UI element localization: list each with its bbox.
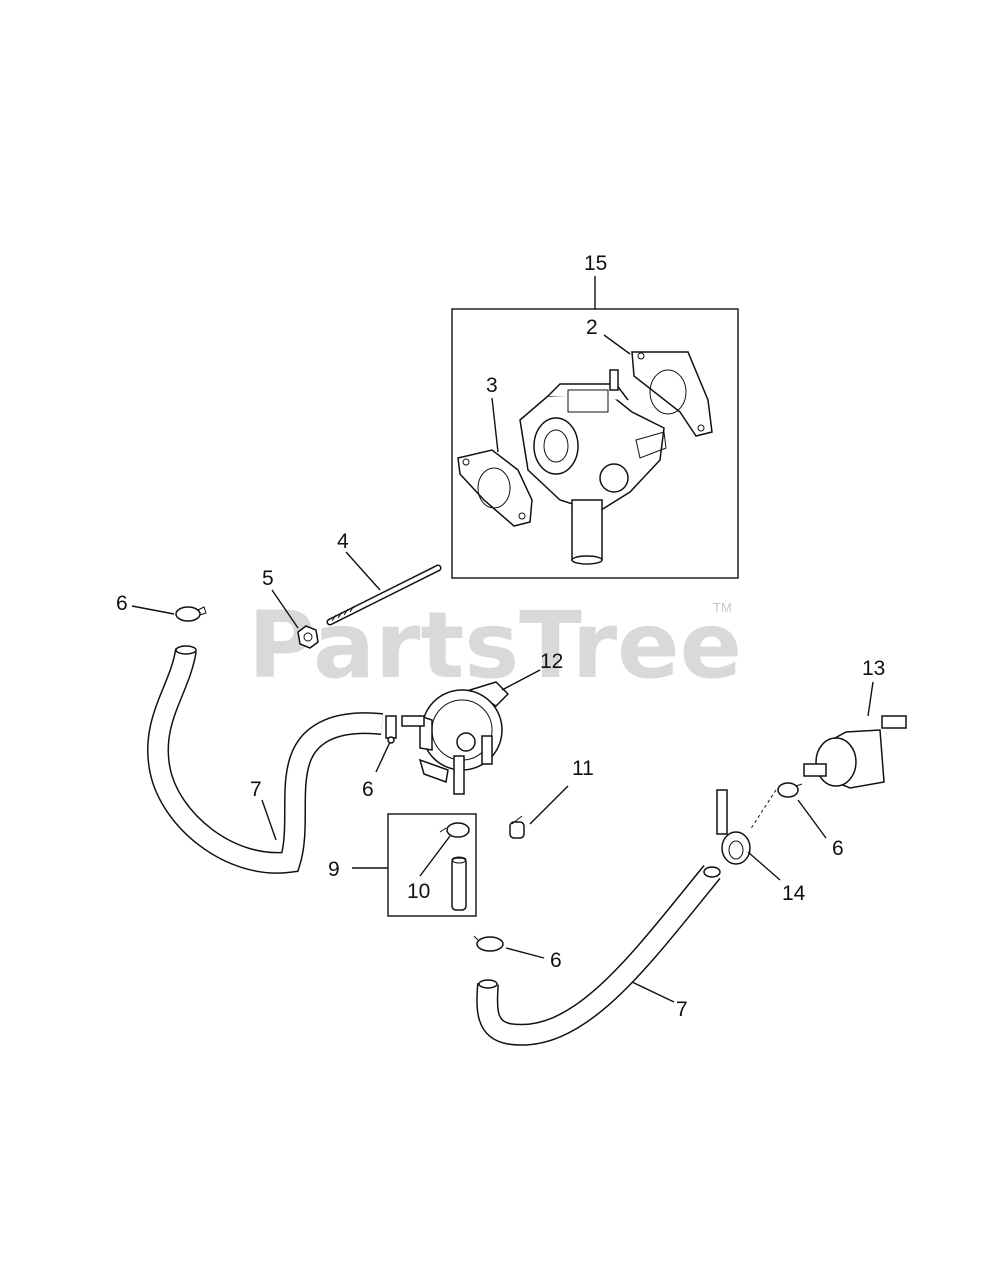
watermark: PartsTree TM: [248, 592, 742, 699]
callout-2: 2: [586, 316, 598, 339]
clip-14[interactable]: [716, 789, 751, 865]
kit-9-box: [387, 813, 477, 917]
callout-15: 15: [584, 252, 607, 275]
gasket-2[interactable]: [631, 351, 713, 437]
kit-9-group: 9 10: [328, 813, 477, 917]
callout-10: 10: [407, 880, 430, 903]
callout-6-top: 6: [116, 592, 128, 615]
callout-7-right: 7: [676, 998, 688, 1021]
carburetor-kit-group: 15 2 3: [451, 252, 739, 579]
clamp-10[interactable]: [439, 822, 470, 838]
callout-11: 11: [572, 757, 594, 780]
hose-clamp-6-bottom[interactable]: [473, 935, 504, 952]
gasket-3[interactable]: [457, 449, 533, 527]
hose-clamp-6-top[interactable]: [175, 606, 207, 622]
fuel-line-7-left[interactable]: [147, 645, 384, 874]
callout-13: 13: [862, 657, 885, 680]
watermark-text: PartsTree: [248, 592, 742, 699]
callout-6-bottom: 6: [550, 949, 562, 972]
fuel-pump-12[interactable]: [401, 681, 510, 795]
fuel-line-7-right[interactable]: [476, 865, 721, 1046]
fuel-filter-13[interactable]: [803, 715, 907, 789]
adapter-fitting[interactable]: [451, 856, 467, 911]
nut-5[interactable]: [297, 625, 319, 649]
callout-9: 9: [328, 858, 340, 881]
callout-5: 5: [262, 567, 274, 590]
callout-14: 14: [782, 882, 806, 905]
hose-clamp-6-right[interactable]: [777, 782, 803, 798]
callout-6-right: 6: [832, 837, 844, 860]
screw-11[interactable]: [509, 815, 525, 839]
callout-6-middle: 6: [362, 778, 374, 801]
stud-4[interactable]: [326, 564, 442, 626]
watermark-trademark: TM: [713, 600, 732, 615]
callout-4: 4: [337, 530, 349, 553]
callout-12: 12: [540, 650, 563, 673]
callout-3: 3: [486, 374, 498, 397]
carburetor[interactable]: [519, 369, 667, 565]
hose-clamp-6-middle[interactable]: [385, 715, 397, 744]
callout-7-left: 7: [250, 778, 262, 801]
